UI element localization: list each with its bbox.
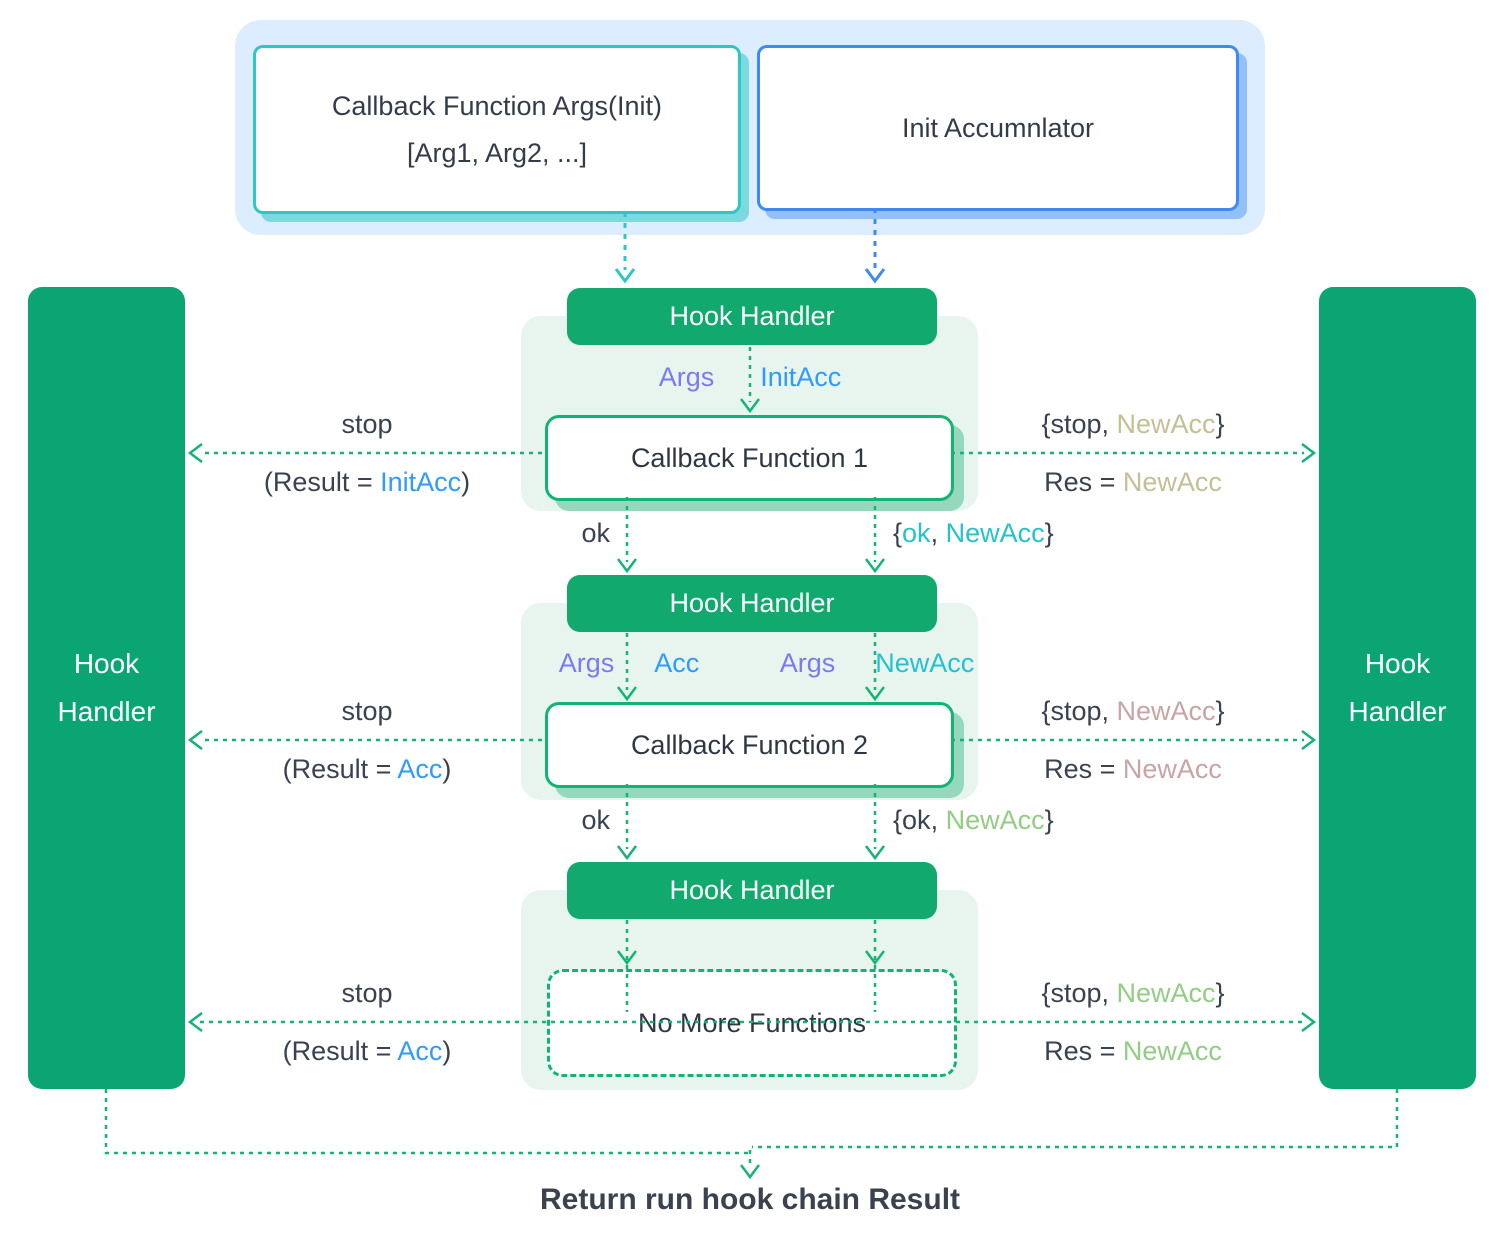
cb2-ok-arrowhead-icon bbox=[617, 845, 637, 861]
row1-res-value: NewAcc bbox=[1122, 467, 1222, 497]
args-to-hook1-arrowhead-icon bbox=[614, 268, 636, 284]
row3-res-value: NewAcc bbox=[1122, 1036, 1222, 1066]
row1-out-post: } bbox=[1215, 409, 1225, 439]
cb2-okacc-arrowhead-icon bbox=[865, 845, 885, 861]
row3-out-post: } bbox=[1215, 978, 1225, 1008]
cb2-stop-arrowhead-icon bbox=[187, 730, 203, 750]
init-accumulator-box: Init Accumnlator bbox=[757, 45, 1239, 211]
row1-initacc-label: InitAcc bbox=[760, 362, 842, 392]
row1-okout-post: } bbox=[1044, 518, 1054, 548]
row2-stop-label: stop bbox=[341, 696, 393, 726]
row2-stop-out-label: {stop, NewAcc} bbox=[1041, 696, 1224, 727]
row2-res-value: NewAcc bbox=[1122, 754, 1222, 784]
row1-stop-label: stop bbox=[341, 409, 393, 439]
cb1-out-arrowhead-icon bbox=[1301, 443, 1317, 463]
row3-result-label: (Result = Acc) bbox=[283, 1036, 452, 1067]
row1-result-pre: (Result = bbox=[263, 467, 381, 497]
row2-result-post: ) bbox=[442, 754, 452, 784]
row1-input-labels: Args InitAcc bbox=[659, 362, 842, 393]
hook-handler-rail-left: Hook Handler bbox=[28, 287, 185, 1089]
row2-input1-labels: Args Acc bbox=[559, 648, 700, 679]
rail-left-line1: Hook bbox=[73, 648, 140, 679]
row1-res-pre: Res = bbox=[1044, 467, 1123, 497]
row2-out-post: } bbox=[1215, 696, 1225, 726]
nomore-stop-arrowhead-icon bbox=[187, 1012, 203, 1032]
row2-result-pre: (Result = bbox=[282, 754, 398, 784]
row1-result-post: ) bbox=[461, 467, 471, 497]
row2-ok-label: ok bbox=[581, 805, 610, 835]
callback-args-line2: [Arg1, Arg2, ...] bbox=[406, 137, 588, 168]
cb1-ok-arrowhead-icon bbox=[617, 558, 637, 574]
row2-okout-mid: , bbox=[930, 805, 946, 835]
row3-result-pre: (Result = bbox=[282, 1036, 398, 1066]
callback-function-2-box: Callback Function 2 bbox=[545, 702, 954, 788]
row2-acc-label: Acc bbox=[654, 648, 700, 678]
row2-res-label: Res = NewAcc bbox=[1044, 754, 1222, 785]
row2-result-label: (Result = Acc) bbox=[283, 754, 452, 785]
rail-right-line1: Hook bbox=[1364, 648, 1431, 679]
hook-handler-pill-1: Hook Handler bbox=[567, 288, 937, 345]
hook-handler-rail-right: Hook Handler bbox=[1319, 287, 1476, 1089]
row2-res-pre: Res = bbox=[1044, 754, 1123, 784]
row3-out-pre: {stop, bbox=[1041, 978, 1117, 1008]
row2-out-value: NewAcc bbox=[1116, 696, 1216, 726]
row1-result-label: (Result = InitAcc) bbox=[264, 467, 470, 498]
row1-out-pre: {stop, bbox=[1041, 409, 1117, 439]
cb1-okacc-arrowhead-icon bbox=[865, 558, 885, 574]
row3-stop-label: stop bbox=[341, 978, 393, 1008]
row1-okout-pre: { bbox=[893, 518, 903, 548]
row2-result-value: Acc bbox=[397, 754, 443, 784]
row3-res-label: Res = NewAcc bbox=[1044, 1036, 1222, 1067]
row1-okout-mid: , bbox=[930, 518, 946, 548]
hook-handler-pill-3: Hook Handler bbox=[567, 862, 937, 919]
row3-out-value: NewAcc bbox=[1116, 978, 1216, 1008]
callback-args-line1: Callback Function Args(Init) bbox=[331, 90, 663, 121]
row2-okout-value: NewAcc bbox=[945, 805, 1045, 835]
nomore-out-arrowhead-icon bbox=[1301, 1012, 1317, 1032]
row2-args1-label: Args bbox=[558, 648, 615, 678]
row2-input2-labels: Args NewAcc bbox=[780, 648, 975, 679]
rail-right-line2: Handler bbox=[1348, 696, 1447, 727]
row1-ok-label: ok bbox=[581, 518, 610, 548]
row2-out-pre: {stop, bbox=[1041, 696, 1117, 726]
cb1-stop-arrowhead-icon bbox=[187, 443, 203, 463]
rail-right-to-result-line bbox=[752, 1089, 1399, 1149]
row2-newacc-label: NewAcc bbox=[875, 648, 975, 678]
row1-out-value: NewAcc bbox=[1116, 409, 1216, 439]
row1-stop-out-label: {stop, NewAcc} bbox=[1041, 409, 1224, 440]
row1-ok-out-label: {ok, NewAcc} bbox=[893, 518, 1054, 549]
row1-res-label: Res = NewAcc bbox=[1044, 467, 1222, 498]
cb2-out-arrowhead-icon bbox=[1301, 730, 1317, 750]
result-arrowhead-icon bbox=[740, 1164, 760, 1180]
callback-args-box: Callback Function Args(Init) [Arg1, Arg2… bbox=[253, 45, 741, 214]
rail-left-to-result-line bbox=[104, 1089, 748, 1155]
hook-handler-pill-2: Hook Handler bbox=[567, 575, 937, 632]
row2-ok-out-label: {ok, NewAcc} bbox=[893, 805, 1054, 836]
no-more-functions-box: No More Functions bbox=[547, 969, 957, 1077]
init-accumulator-label: Init Accumnlator bbox=[901, 112, 1095, 143]
row2-args2-label: Args bbox=[779, 648, 836, 678]
callback-function-1-box: Callback Function 1 bbox=[545, 415, 954, 501]
row1-okout-ok: ok bbox=[902, 518, 931, 548]
row1-okout-value: NewAcc bbox=[945, 518, 1045, 548]
rail-left-line2: Handler bbox=[57, 696, 156, 727]
initacc-to-hook1-arrowhead-icon bbox=[864, 268, 886, 284]
row3-res-pre: Res = bbox=[1044, 1036, 1123, 1066]
row3-result-value: Acc bbox=[397, 1036, 443, 1066]
row2-okout-post: } bbox=[1044, 805, 1054, 835]
row1-result-value: InitAcc bbox=[380, 467, 462, 497]
row2-okout-pre: { bbox=[893, 805, 903, 835]
row2-okout-ok: ok bbox=[902, 805, 931, 835]
return-result-label: Return run hook chain Result bbox=[539, 1183, 961, 1216]
row3-stop-out-label: {stop, NewAcc} bbox=[1041, 978, 1224, 1009]
row1-args-label: Args bbox=[658, 362, 715, 392]
row3-result-post: ) bbox=[442, 1036, 452, 1066]
